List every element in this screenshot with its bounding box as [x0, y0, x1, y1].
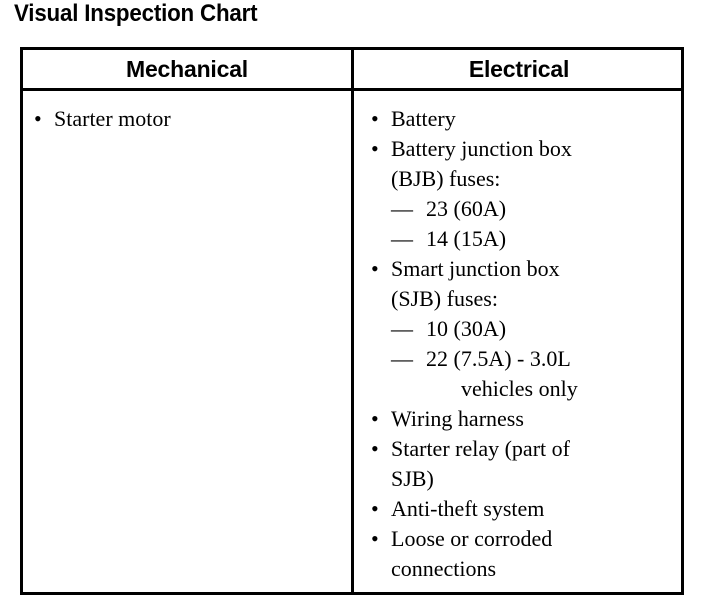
sub-list-item: — 23 (60A): [391, 194, 684, 224]
em-dash-icon: —: [391, 346, 413, 371]
sub-list-item: — 10 (30A): [391, 314, 684, 344]
list-item: • Battery junction box (BJB) fuses: — 23…: [369, 134, 684, 254]
page-title: Visual Inspection Chart: [14, 0, 258, 27]
sub-list-item-label-cont: vehicles only: [461, 376, 578, 401]
column-header-electrical: Electrical: [468, 55, 570, 82]
sub-list-item-label: 23 (60A): [426, 196, 507, 221]
list-item: • Starter relay (part of SJB): [369, 434, 684, 494]
list-item: • Anti-theft system: [369, 494, 684, 524]
list-item-label: Anti-theft system: [391, 496, 545, 521]
sub-list-item: — 14 (15A): [391, 224, 684, 254]
list-item-label: Starter motor: [54, 106, 171, 131]
electrical-list: • Battery • Battery junction box (BJB) f…: [354, 91, 684, 584]
visual-inspection-table: Mechanical Electrical • Starter motor • …: [20, 47, 684, 595]
list-item-label: Smart junction box: [391, 256, 560, 281]
bullet-icon: •: [371, 496, 379, 521]
bullet-icon: •: [371, 256, 379, 281]
list-item-label-line2: (SJB) fuses:: [391, 286, 498, 311]
list-item: • Battery: [369, 104, 684, 134]
list-item: • Wiring harness: [369, 404, 684, 434]
list-item-label-line2: SJB): [391, 466, 434, 491]
sub-list-item: — 22 (7.5A) - 3.0L vehicles only: [391, 344, 684, 404]
em-dash-icon: —: [391, 196, 413, 221]
cell-mechanical: • Starter motor: [23, 91, 351, 592]
bullet-icon: •: [371, 136, 379, 161]
bullet-icon: •: [371, 436, 379, 461]
sub-list-item-label: 14 (15A): [426, 226, 507, 251]
list-item-label: Wiring harness: [391, 406, 524, 431]
bullet-icon: •: [34, 106, 42, 131]
bullet-icon: •: [371, 406, 379, 431]
list-item: • Loose or corroded connections: [369, 524, 684, 584]
bullet-icon: •: [371, 106, 379, 131]
list-item-label: Loose or corroded: [391, 526, 553, 551]
list-item-label-line2: (BJB) fuses:: [391, 166, 501, 191]
list-item-label: Battery: [391, 106, 456, 131]
em-dash-icon: —: [391, 316, 413, 341]
em-dash-icon: —: [391, 226, 413, 251]
column-divider: [351, 50, 354, 592]
list-item-label: Battery junction box: [391, 136, 572, 161]
list-item: • Smart junction box (SJB) fuses: — 10 (…: [369, 254, 684, 404]
mechanical-list: • Starter motor: [23, 91, 351, 134]
cell-electrical: • Battery • Battery junction box (BJB) f…: [354, 91, 684, 592]
column-header-mechanical: Mechanical: [126, 55, 248, 82]
sub-list-item-label: 10 (30A): [426, 316, 507, 341]
list-item: • Starter motor: [32, 104, 351, 134]
sub-list-item-label: 22 (7.5A) - 3.0L: [426, 346, 571, 371]
list-item-label: Starter relay (part of: [391, 436, 570, 461]
list-item-label-line2: connections: [391, 556, 497, 581]
bullet-icon: •: [371, 526, 379, 551]
